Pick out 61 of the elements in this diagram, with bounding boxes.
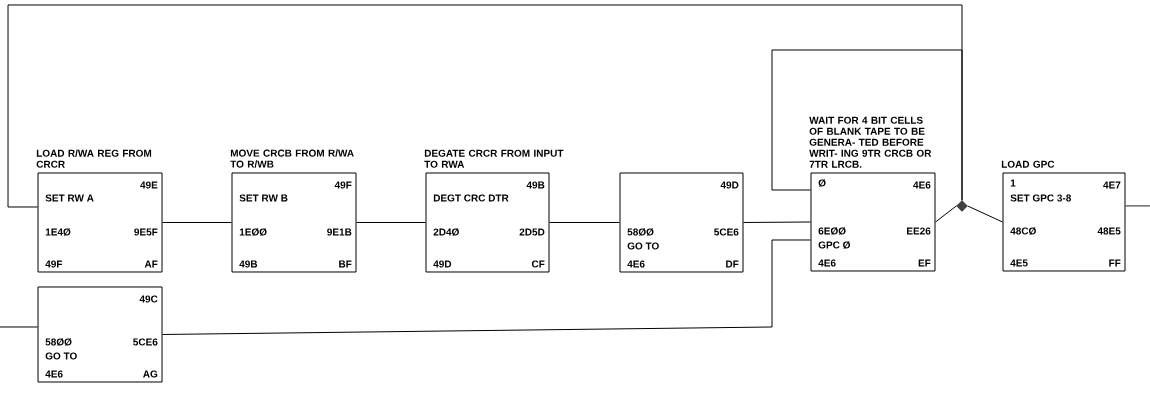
address-label: 4E6 [627,260,645,268]
branch-label: EF [918,259,931,267]
code-label: EE26 [907,227,931,235]
step-heading: WAIT FOR 4 BIT CELLS OF BLANK TAPE TO BE GENERA- TED BEFORE WRIT- ING 9TR CRCB OR 7TR LRCB. [809,116,932,168]
address-label: 49B [526,181,545,189]
connector-line [935,205,957,223]
code-label: 5CE6 [714,228,739,236]
address-label: 4E6 [45,370,63,378]
code-label: 1EØØ [239,228,267,236]
branch-label: CF [531,260,545,268]
step-name: SET GPC 3-8 [1010,194,1071,202]
code-label: 2D4Ø [433,228,459,236]
code-label: GPC Ø [818,241,850,249]
address-label: 4E7 [1103,181,1121,189]
code-label: 48CØ [1010,227,1036,235]
connector-line [549,222,620,223]
connector-line [1125,205,1150,207]
code-label: 9E5F [134,228,158,236]
step-heading: LOAD R/WA REG FROM CRCR [36,149,152,168]
branch-label: AG [143,370,158,378]
code-label: 6EØØ [818,227,846,235]
step-heading: LOAD GPC [1001,160,1055,168]
branch-label: DF [726,260,739,268]
code-label: GO TO [627,242,659,250]
address-label: 49C [139,295,158,303]
connector-line [967,205,1003,223]
connector-line [771,49,963,201]
address-label: 49B [239,260,258,268]
connector-line [7,4,963,208]
code-label: 9E1B [327,228,352,236]
code-label: 1E4Ø [45,228,71,236]
code-label: 1 [1010,179,1016,187]
step-name: SET RW B [239,194,288,202]
code-label: 58ØØ [45,338,72,346]
step-name: DEGT CRC DTR [433,194,509,202]
branch-label: FF [1109,259,1121,267]
code-label: 5CE6 [133,338,158,346]
connector-line [0,326,38,328]
address-label: 49D [433,260,452,268]
connector-line [743,221,811,223]
connector-line [356,222,426,223]
code-label: 48E5 [1097,227,1121,235]
code-label: 2D5D [519,228,545,236]
address-label: 49F [334,181,352,189]
address-label: 49F [45,260,63,268]
step-heading: MOVE CRCB FROM R/WA TO R/WB [230,149,354,168]
connector-line [162,222,232,223]
address-label: 4E6 [913,181,931,189]
code-label: 58ØØ [627,228,654,236]
code-label: GO TO [45,352,77,360]
step-heading: DEGATE CRCR FROM INPUT TO RWA [424,149,564,168]
step-name: SET RW A [45,194,94,202]
address-label: 49D [720,181,739,189]
address-label: 4E5 [1010,259,1028,267]
address-label: 4E6 [818,259,836,267]
code-label: Ø [818,179,826,187]
address-label: 49E [140,181,158,189]
branch-label: BF [339,260,352,268]
junction-diamond [956,200,968,212]
connector-line [162,239,811,335]
branch-label: AF [144,260,158,268]
